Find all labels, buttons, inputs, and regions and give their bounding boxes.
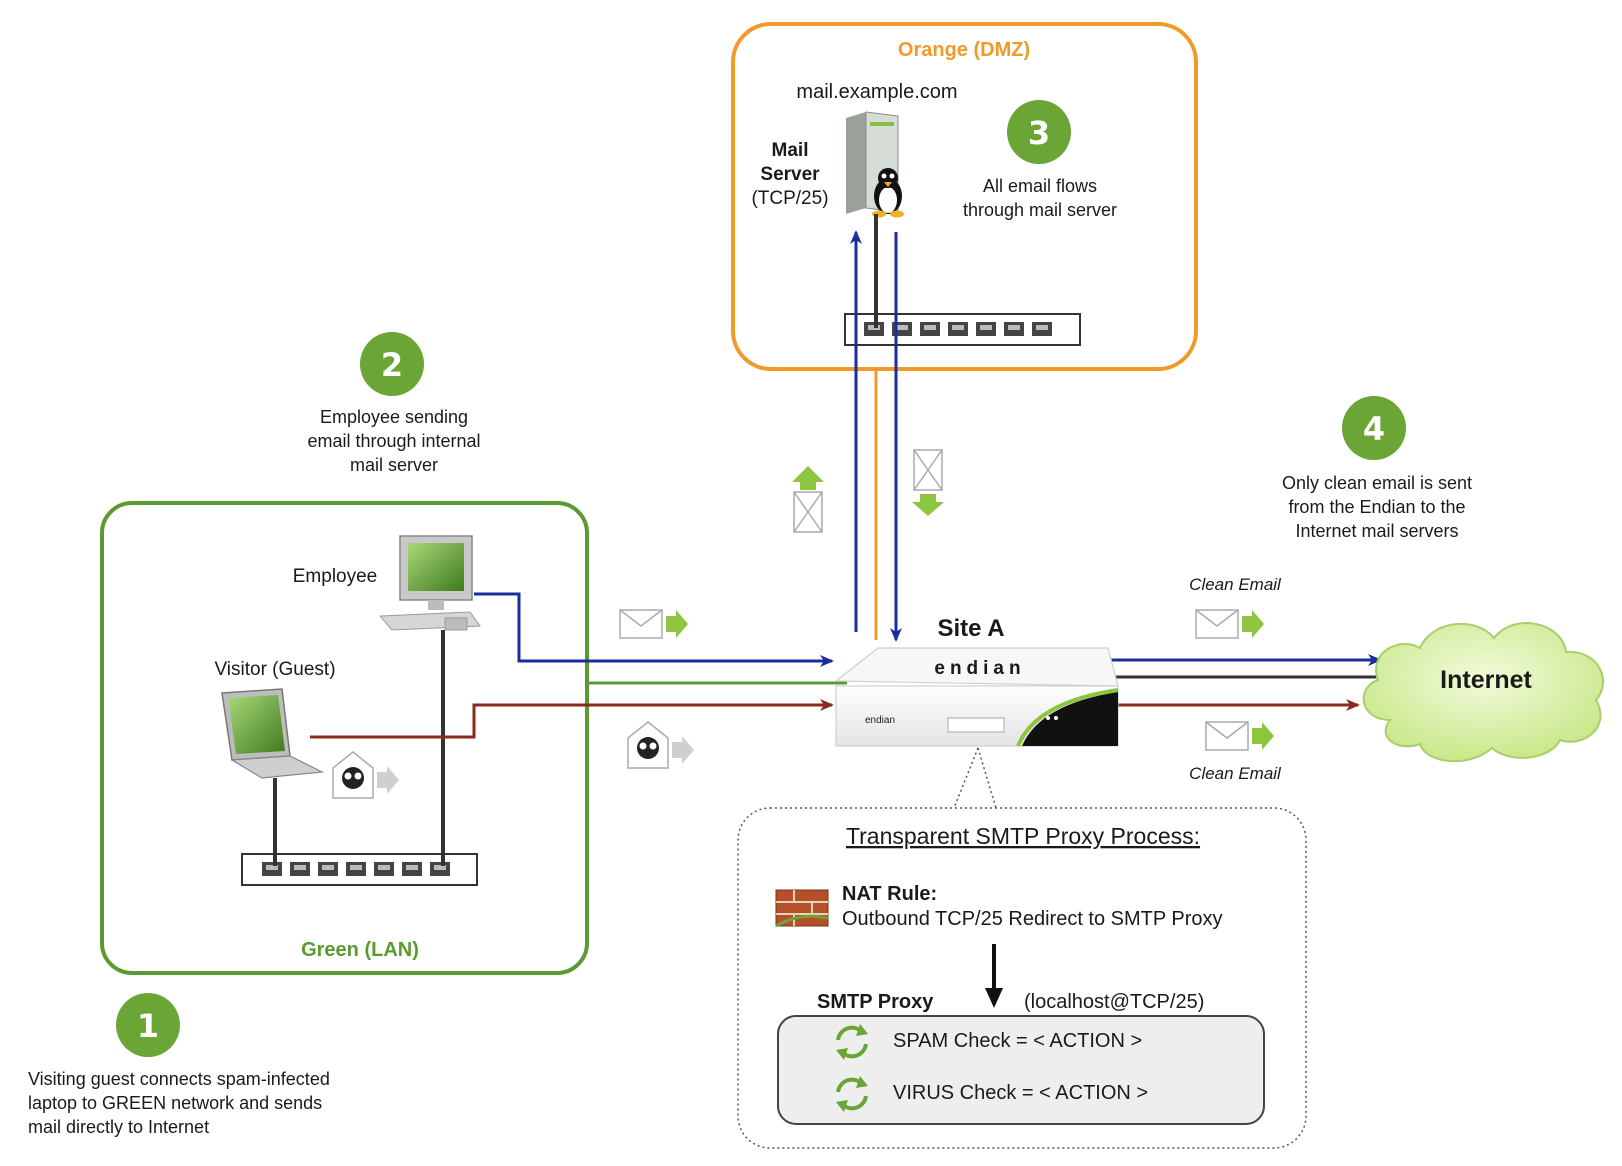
switch-port-socket xyxy=(378,865,390,870)
visitor-label: Visitor (Guest) xyxy=(214,659,335,680)
switch-port-socket xyxy=(434,865,446,870)
virus-check-label: VIRUS Check = < ACTION > xyxy=(893,1082,1148,1104)
endian-firewall: Site A endian endian xyxy=(834,615,1119,747)
step-2-line-1: Employee sending xyxy=(320,407,468,427)
step-1-line-2: laptop to GREEN network and sends xyxy=(28,1093,322,1113)
laptop-computer-icon xyxy=(221,688,325,779)
switch-port-socket xyxy=(1008,325,1020,330)
dmz-switch-icon xyxy=(844,313,1081,346)
envelope-down-arrow-icon xyxy=(912,449,944,516)
internet-cloud-icon: Internet xyxy=(1362,622,1604,762)
step-4-line-1: Only clean email is sent xyxy=(1282,473,1472,493)
switch-port-socket xyxy=(266,865,278,870)
envelope-arrow-icon xyxy=(1195,609,1264,639)
firewall-front-brand: endian xyxy=(865,715,895,726)
spam-envelope-icon xyxy=(332,751,399,799)
step-2-number: 2 xyxy=(381,346,403,384)
proxy-checks-box xyxy=(777,1015,1265,1125)
green-zone-label: Green (LAN) xyxy=(301,939,419,961)
nat-rule-description: Outbound TCP/25 Redirect to SMTP Proxy xyxy=(842,908,1223,930)
switch-port-socket xyxy=(980,325,992,330)
firewall-top-brand: endian xyxy=(934,658,1025,679)
step-1-line-3: mail directly to Internet xyxy=(28,1117,209,1137)
orange-dmz-zone: Orange (DMZ) xyxy=(731,22,1198,371)
desktop-computer-icon xyxy=(378,535,481,631)
step-2: 2 Employee sending email through interna… xyxy=(307,332,481,475)
envelope-arrow-icon xyxy=(619,609,688,639)
switch-port-socket xyxy=(350,865,362,870)
mail-server-hostname: mail.example.com xyxy=(796,81,957,103)
switch-port-socket xyxy=(952,325,964,330)
spam-check-label: SPAM Check = < ACTION > xyxy=(893,1030,1142,1052)
mail-server: mail.example.com Mail Server (TCP/25) xyxy=(751,81,958,218)
step-1-number: 1 xyxy=(137,1007,159,1045)
step-4-line-2: from the Endian to the xyxy=(1288,497,1465,517)
orange-zone-label: Orange (DMZ) xyxy=(898,39,1030,61)
employee-label: Employee xyxy=(293,566,378,587)
step-2-line-3: mail server xyxy=(350,455,438,475)
green-lan-zone: Green (LAN) xyxy=(100,501,589,975)
switch-port-socket xyxy=(924,325,936,330)
smtp-proxy-address: (localhost@TCP/25) xyxy=(1024,991,1204,1013)
site-label: Site A xyxy=(937,615,1004,642)
lan-switch-icon xyxy=(241,853,478,886)
smtp-proxy-label: SMTP Proxy xyxy=(817,991,934,1013)
smtp-proxy-callout: Transparent SMTP Proxy Process: NAT Rule… xyxy=(737,807,1307,1149)
mail-server-label-1: Mail xyxy=(772,140,809,161)
proxy-callout-pointer-2 xyxy=(977,747,997,809)
switch-port-socket xyxy=(294,865,306,870)
switch-port-socket xyxy=(406,865,418,870)
linux-penguin-icon xyxy=(872,168,904,218)
mail-server-label-2: Server xyxy=(760,164,820,185)
step-3-line-2: through mail server xyxy=(963,200,1117,220)
step-1-line-1: Visiting guest connects spam-infected xyxy=(28,1069,330,1089)
switch-port-socket xyxy=(896,325,908,330)
step-4: 4 Only clean email is sent from the Endi… xyxy=(1282,396,1472,541)
employee-flow-line xyxy=(474,592,834,667)
envelope-up-arrow-icon xyxy=(792,466,824,533)
internet-label: Internet xyxy=(1440,666,1532,694)
spam-envelope-icon xyxy=(627,721,694,769)
switch-port-socket xyxy=(322,865,334,870)
refresh-icon xyxy=(836,1024,868,1060)
step-3: 3 All email flows through mail server xyxy=(963,100,1117,220)
firewall-brick-icon xyxy=(775,889,829,928)
step-3-number: 3 xyxy=(1028,114,1050,152)
step-1: 1 Visiting guest connects spam-infected … xyxy=(28,993,330,1137)
switch-port-socket xyxy=(1036,325,1048,330)
step-2-line-2: email through internal xyxy=(307,431,480,451)
refresh-icon xyxy=(836,1076,868,1112)
clean-email-label-top: Clean Email xyxy=(1189,575,1282,594)
proxy-title: Transparent SMTP Proxy Process: xyxy=(846,823,1200,849)
step-3-line-1: All email flows xyxy=(983,176,1097,196)
mail-server-label-3: (TCP/25) xyxy=(751,188,828,209)
clean-email-label-bottom: Clean Email xyxy=(1189,764,1282,783)
nat-rule-title: NAT Rule: xyxy=(842,883,937,905)
proxy-callout-pointer xyxy=(953,747,979,809)
step-4-number: 4 xyxy=(1363,410,1385,448)
visitor-flow-line xyxy=(310,699,834,739)
step-4-line-3: Internet mail servers xyxy=(1295,521,1458,541)
envelope-arrow-icon xyxy=(1205,721,1274,751)
